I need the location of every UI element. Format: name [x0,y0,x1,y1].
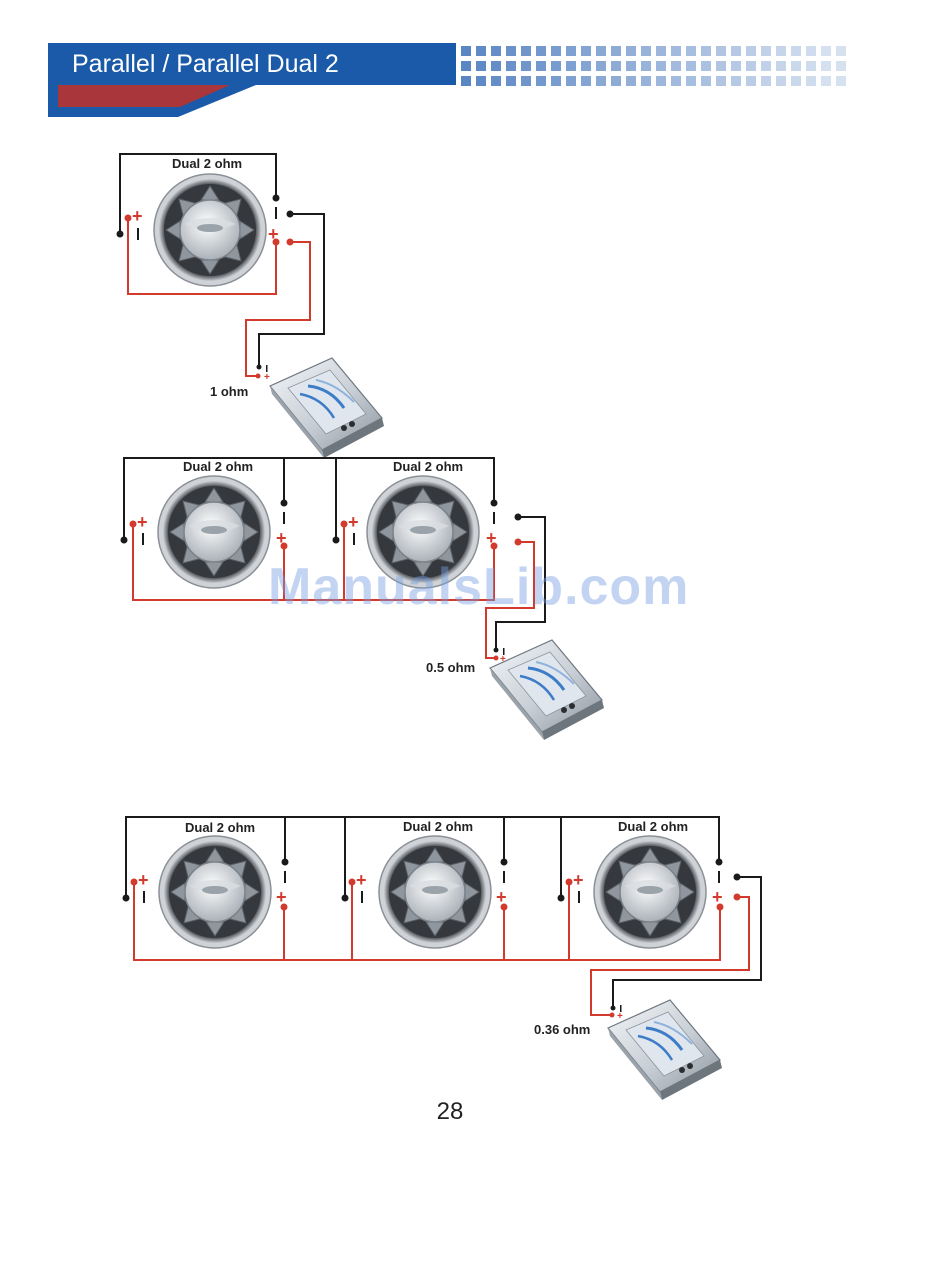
minus-sign-icon [275,207,277,219]
speaker-label: Dual 2 ohm [172,156,242,171]
impedance-label: 0.36 ohm [534,1022,590,1037]
minus-sign-icon [137,228,139,240]
minus-sign-icon [493,512,495,524]
section-2: Dual 2 ohm Dual 2 ohm [121,458,605,740]
page-number: 28 [0,1098,900,1126]
plus-sign-icon: + [573,870,584,890]
speaker [367,476,479,588]
impedance-label: 0.5 ohm [426,660,475,675]
positive-terminal [610,1013,615,1018]
plus-sign-icon: + [356,870,367,890]
minus-sign-icon [578,891,580,903]
minus-sign-icon [284,871,286,883]
plus-sign-icon: + [138,870,149,890]
negative-terminal [287,211,294,218]
positive-terminal [131,879,138,886]
negative-terminal [281,500,288,507]
plus-sign-icon: + [712,887,723,907]
plus-sign-icon: + [276,887,287,907]
negative-terminal [273,195,280,202]
negative-terminal [501,859,508,866]
speaker [154,174,266,286]
speaker-label: Dual 2 ohm [393,459,463,474]
positive-terminal [256,374,261,379]
minus-sign-icon [142,533,144,545]
plus-sign-icon: + [496,887,507,907]
positive-terminal [494,656,499,661]
negative-terminal [515,514,522,521]
negative-terminal [716,859,723,866]
section-3: Dual 2 ohm Dual 2 ohm Dual 2 ohm [123,817,762,1100]
negative-terminal [117,231,124,238]
minus-sign-icon [283,512,285,524]
plus-sign-icon: + [268,224,279,244]
amplifier [270,358,384,458]
speaker-label: Dual 2 ohm [618,819,688,834]
positive-terminal [349,879,356,886]
plus-sign-icon: + [486,528,497,548]
negative-terminal [282,859,289,866]
minus-sign-icon [503,871,505,883]
minus-sign-icon [620,1005,622,1012]
negative-terminal [491,500,498,507]
positive-terminal [566,879,573,886]
speaker [379,836,491,948]
positive-terminal [287,239,294,246]
minus-sign-icon [503,648,505,655]
minus-sign-icon [266,365,268,372]
negative-terminal [121,537,128,544]
plus-sign-icon: + [617,1011,623,1022]
negative-terminal [123,895,130,902]
minus-sign-icon [353,533,355,545]
positive-terminal [341,521,348,528]
minus-sign-icon [143,891,145,903]
negative-terminal [342,895,349,902]
positive-terminal [130,521,137,528]
plus-sign-icon: + [276,528,287,548]
speaker [594,836,706,948]
plus-sign-icon: + [132,206,143,226]
minus-sign-icon [361,891,363,903]
speaker-label: Dual 2 ohm [183,459,253,474]
plus-sign-icon: + [348,512,359,532]
speaker [158,476,270,588]
amplifier [490,640,604,740]
negative-terminal [333,537,340,544]
negative-terminal [734,874,741,881]
negative-terminal [257,365,262,370]
positive-terminal [734,894,741,901]
speaker-label: Dual 2 ohm [185,820,255,835]
plus-sign-icon: + [137,512,148,532]
section-1: Dual 2 ohm + + + [117,154,385,458]
negative-terminal [558,895,565,902]
speaker-label: Dual 2 ohm [403,819,473,834]
minus-sign-icon [718,871,720,883]
impedance-label: 1 ohm [210,384,248,399]
plus-sign-icon: + [264,372,270,383]
amplifier [608,1000,722,1100]
positive-terminal [515,539,522,546]
speaker [159,836,271,948]
negative-terminal [494,648,499,653]
negative-terminal [611,1006,616,1011]
positive-terminal [125,215,132,222]
